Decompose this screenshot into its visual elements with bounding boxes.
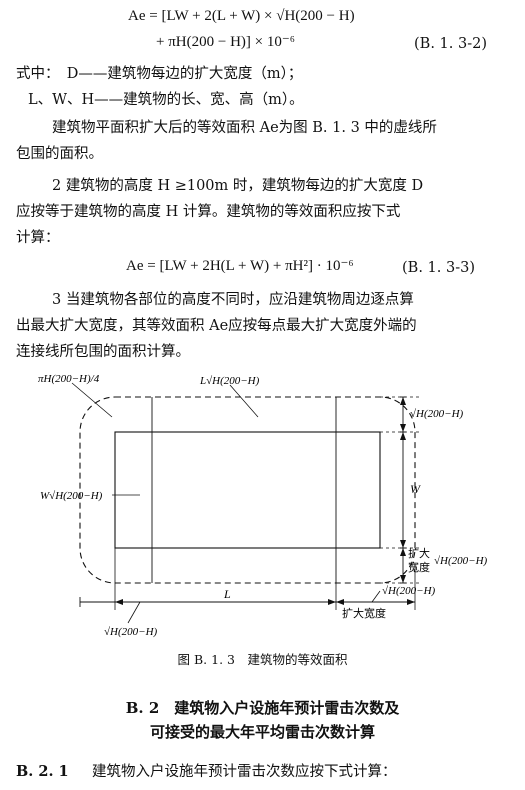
paragraph-3-line1: 3 当建筑物各部位的高度不同时，应沿建筑物周边逐点算 [52,292,414,308]
label-right-bottom: √H(200−H) [382,585,436,597]
label-length: L [223,587,231,601]
paragraph-1-line1: 建筑物平面积扩大后的等效面积 Ae为图 B. 1. 3 中的虚线所 [52,120,437,136]
equation-b133-tag: (B. 1. 3-3) [402,260,475,276]
label-expand-width: 扩大宽度 [342,606,386,620]
label-width: W [410,482,421,496]
label-right-top: √H(200−H) [410,408,464,420]
equation-b133: Ae = [LW + 2H(L + W) + πH²] · 10⁻⁶ [126,258,354,274]
paragraph-3-line3: 连接线所包围的面积计算。 [16,344,190,360]
label-corner-arc: πH(200−H)/4 [38,373,100,385]
figure-caption: 图 B. 1. 3 建筑物的等效面积 [177,652,348,667]
label-left-strip: W√H(200−H) [40,490,103,502]
paragraph-2-line3: 计算： [16,230,60,246]
equation-b132-tag: (B. 1. 3-2) [414,36,487,52]
section-title-line1: B. 2 建筑物入户设施年预计雷击次数及 [125,699,400,717]
equation-b132-line2: + πH(200 − H)] × 10⁻⁶ [156,34,295,50]
clause-number: B. 2. 1 [16,763,69,780]
paragraph-1-line2: 包围的面积。 [16,146,103,162]
paragraph-3-line2: 出最大扩大宽度，其等效面积 Ae应按每点最大扩大宽度外端的 [16,318,417,334]
paragraph-2-line2: 应按等于建筑物的高度 H 计算。建筑物的等效面积应按下式 [16,204,401,220]
equivalent-area-boundary [79,396,416,584]
building-outline [114,431,381,549]
definition-lwh: L、W、H——建筑物的长、宽、高（m）。 [28,92,304,108]
figure-equivalent-area: πH(200−H)/4 L√H(200−H) W√H(200−H) √H(200… [38,373,488,638]
equation-b132-line1: Ae = [LW + 2(L + W) × √H(200 − H) [128,8,355,24]
section-title-line2: 可接受的最大年平均雷击次数计算 [149,723,375,741]
label-top-strip: L√H(200−H) [199,375,260,387]
label-expand-2: 宽度 [408,560,430,574]
clause-text: 建筑物入户设施年预计雷击次数应按下式计算： [92,764,397,780]
paragraph-2-line1: 2 建筑物的高度 H ≥100m 时，建筑物每边的扩大宽度 D [52,178,424,194]
label-expand-1: 扩大 [408,546,430,560]
label-bottom-left: √H(200−H) [104,626,158,638]
label-right-mid: √H(200−H) [434,555,488,567]
definition-d: 式中： D——建筑物每边的扩大宽度（m）； [16,66,303,82]
